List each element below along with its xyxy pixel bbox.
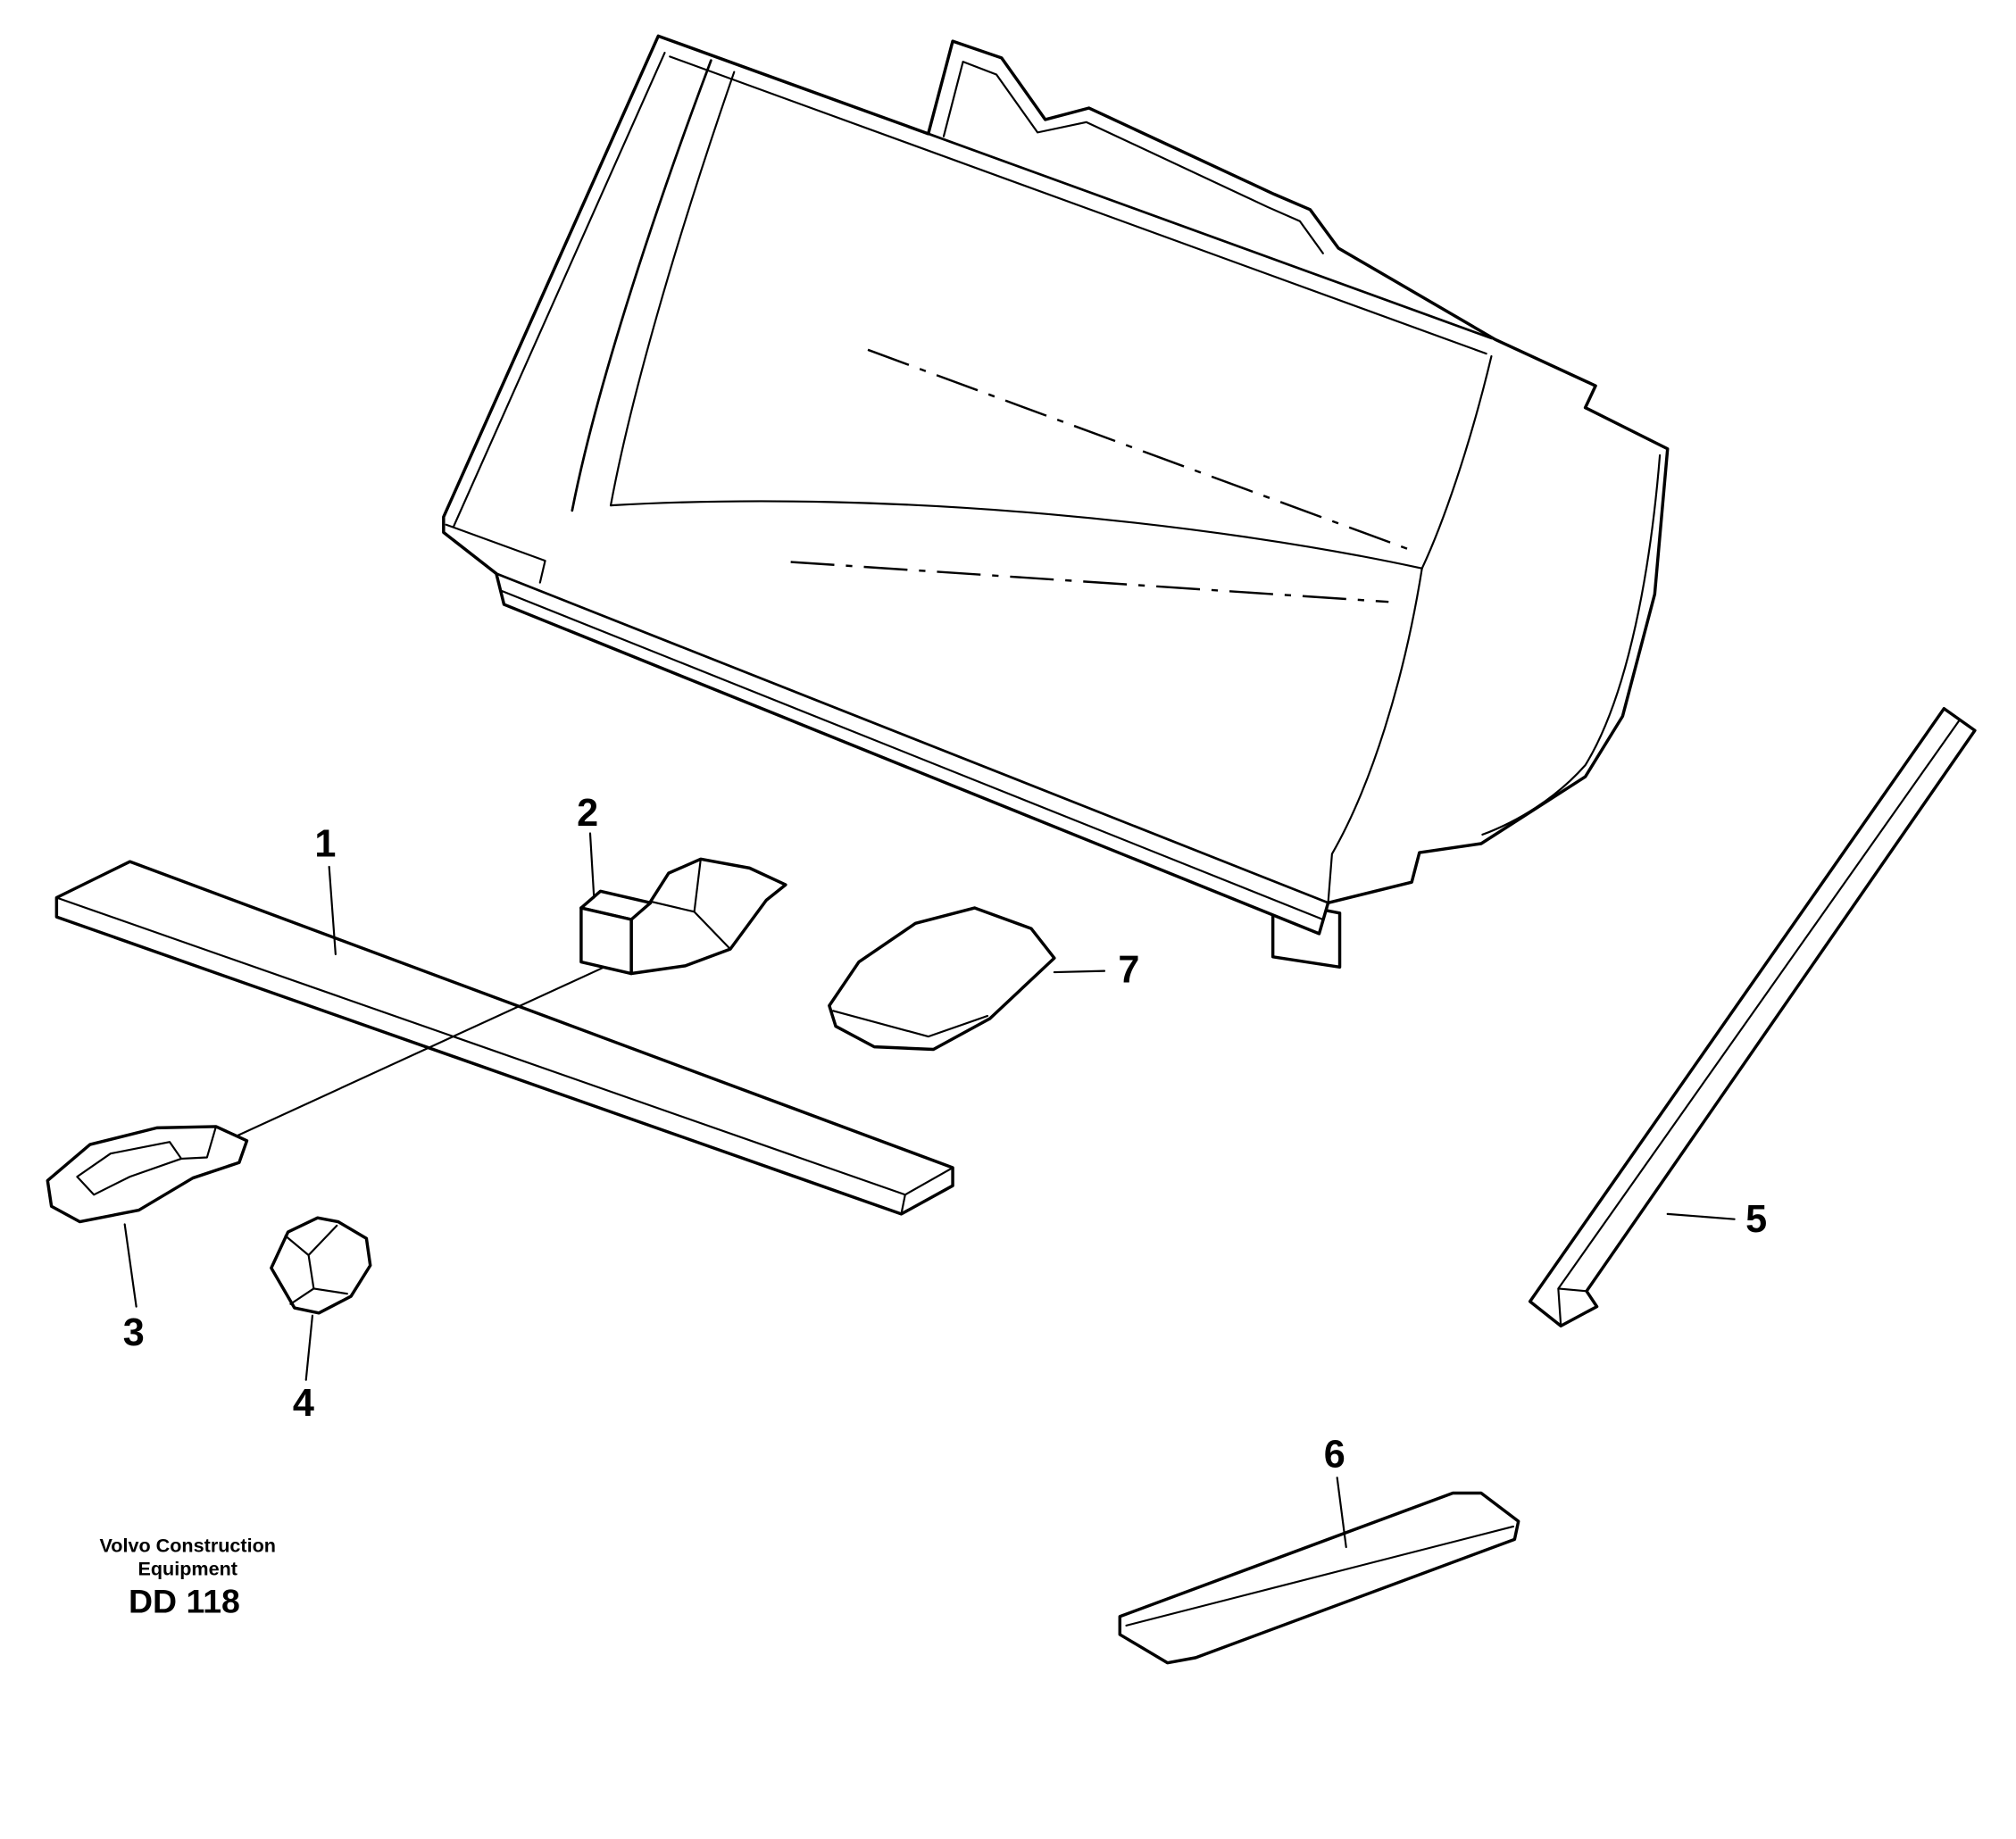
part-6-wear-strip — [1118, 1491, 1520, 1665]
bucket-left-plate-inner-edge — [453, 51, 666, 528]
bucket-cutting-edge-mid-line — [499, 589, 1324, 921]
part-5-side-segment — [1528, 707, 1977, 1327]
bucket-top-edge-line — [927, 132, 1493, 340]
callout-1-label: 1 — [314, 822, 336, 865]
footer-brand-block: Volvo Construction Equipment DD 118 — [99, 1535, 276, 1620]
part-4-lock-clip — [270, 1216, 372, 1315]
bucket-cutting-edge-top-line — [495, 572, 1329, 904]
part-2-tooth — [579, 857, 787, 976]
bucket-bowl-curve-1 — [571, 59, 712, 512]
part-6-fold-line — [1125, 1525, 1515, 1627]
part-2-to-part-3-connector-line — [208, 966, 605, 1150]
callout-6-label: 6 — [1324, 1434, 1345, 1477]
part-7-outline — [828, 906, 1056, 1052]
bucket-floor-fold-line — [609, 500, 1423, 570]
callout-3-leader — [123, 1223, 137, 1308]
part-1-straight-edge — [54, 860, 954, 1216]
part-2-socket-lines — [649, 858, 732, 951]
part-1-fold-line — [55, 896, 954, 1215]
part-2-tooth-body — [629, 857, 787, 976]
bucket-top-edge-inner-line — [669, 55, 1487, 355]
bucket-left-plate-bottom-edge — [445, 523, 546, 584]
part-4-inner-lines — [284, 1224, 348, 1305]
bucket-right-wall-crease — [1420, 354, 1493, 570]
callout-7-leader — [1053, 969, 1106, 974]
callout-2-label: 2 — [577, 792, 598, 835]
callout-7-label: 7 — [1118, 949, 1139, 992]
part-6-outline — [1118, 1491, 1520, 1665]
callout-3-label: 3 — [123, 1311, 145, 1354]
callout-4-label: 4 — [293, 1382, 314, 1425]
bucket-right-floor-crease — [1327, 567, 1423, 904]
doc-code: DD 118 — [129, 1582, 240, 1619]
callout-4-leader — [304, 1314, 314, 1381]
bucket-spill-guard-inner-line — [942, 61, 1324, 254]
callout-5-leader — [1666, 1212, 1736, 1220]
brand-line-1: Volvo Construction — [99, 1535, 276, 1557]
bucket-assembly — [442, 34, 1670, 969]
part-4-outline — [270, 1216, 372, 1315]
callout-5-label: 5 — [1745, 1198, 1767, 1241]
bucket-centerline-upper — [867, 348, 1412, 552]
part-1-outline — [54, 860, 954, 1216]
callout-leaders — [123, 832, 1736, 1549]
part-3-tooth-adapter — [46, 1125, 249, 1224]
bucket-centerline-lower — [790, 561, 1389, 603]
part-2-adapter-front-face — [579, 906, 633, 976]
callout-2-leader — [588, 832, 596, 899]
bucket-silhouette — [442, 34, 1670, 936]
callout-1-leader — [328, 865, 337, 955]
part-3-outline — [46, 1125, 249, 1224]
callout-6-leader — [1336, 1477, 1347, 1549]
part-3-edge-line — [179, 1125, 218, 1161]
bucket-bowl-curve-2 — [609, 71, 736, 507]
bucket-right-plate-inner-line — [1481, 454, 1662, 836]
callout-labels: 1 2 3 4 5 6 7 — [123, 792, 1767, 1477]
brand-line-2: Equipment — [137, 1558, 237, 1580]
part-7-fold-line — [832, 1010, 989, 1038]
part-5-fold-lines — [1557, 719, 1961, 1327]
part-7-segment-plate — [828, 906, 1056, 1052]
